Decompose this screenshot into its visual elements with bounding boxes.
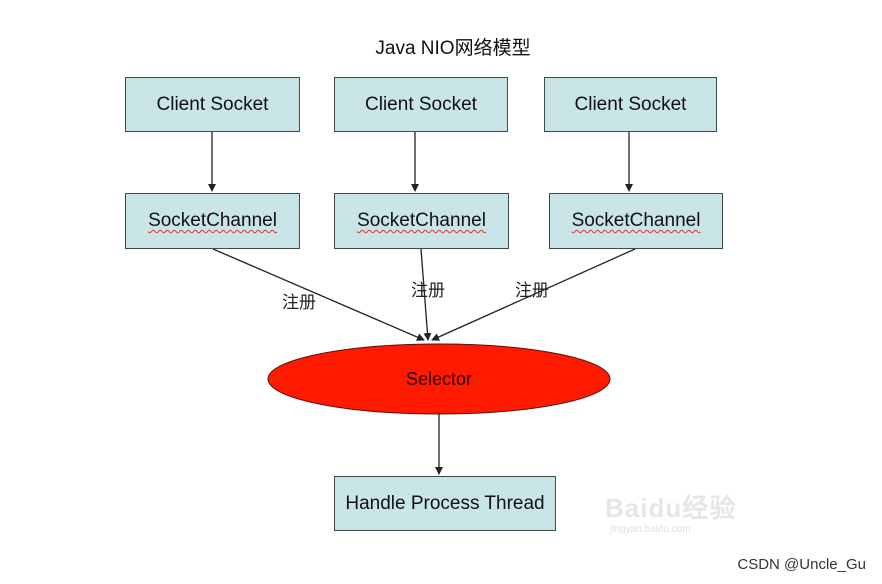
client-socket-box-2: Client Socket [334, 77, 508, 132]
baidu-watermark: Baidu经验 [605, 493, 737, 523]
register-label-3: 注册 [515, 281, 549, 300]
csdn-credit: CSDN @Uncle_Gu [737, 556, 866, 573]
client-socket-label-1: Client Socket [156, 93, 269, 115]
arrow-channel3-selector [431, 248, 636, 341]
client-socket-label-3: Client Socket [574, 93, 687, 115]
socket-channel-label-3: SocketChannel [571, 210, 701, 231]
socket-channel-box-1: SocketChannel [125, 193, 300, 249]
register-label-2: 注册 [411, 281, 445, 300]
client-socket-box-1: Client Socket [125, 77, 300, 132]
client-socket-label-2: Client Socket [365, 93, 477, 115]
socket-channel-box-3: SocketChannel [549, 193, 723, 249]
baidu-watermark-url: jingyan.baidu.com [610, 524, 691, 535]
handle-process-thread-label: Handle Process Thread [345, 492, 545, 514]
socket-channel-label-1: SocketChannel [148, 210, 277, 231]
client-socket-box-3: Client Socket [544, 77, 717, 132]
arrow-channel2-selector [420, 248, 432, 341]
arrow-channel1-selector [212, 248, 425, 341]
register-label-1: 注册 [282, 293, 316, 312]
socket-channel-label-2: SocketChannel [357, 210, 486, 231]
selector-label: Selector [405, 368, 473, 389]
socket-channel-box-2: SocketChannel [334, 193, 509, 249]
diagram-title: Java NIO网络模型 [375, 38, 531, 59]
handle-process-thread-box: Handle Process Thread [334, 476, 556, 531]
